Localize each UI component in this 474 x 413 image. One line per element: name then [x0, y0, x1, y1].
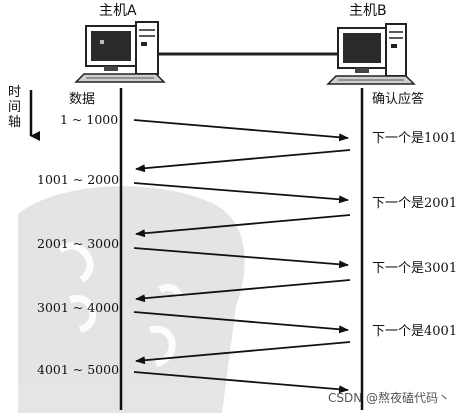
data-range-label: 3001 ~ 4000 — [37, 300, 120, 315]
data-range-label: 2001 ~ 3000 — [37, 236, 120, 251]
ack-label: 下一个是3001 — [372, 261, 458, 276]
ack-label: 下一个是4001 — [372, 324, 458, 339]
time-axis-label-char: 时 — [8, 85, 22, 100]
time-axis-label-char: 间 — [8, 100, 22, 115]
data-arrow — [133, 247, 349, 269]
ack-arrow — [135, 149, 351, 173]
ack-column-header: 确认应答 — [372, 92, 425, 107]
ack-arrow — [135, 341, 351, 365]
data-arrow — [133, 371, 349, 394]
watermark-text: CSDN @熬夜磕代码丶 — [328, 391, 451, 405]
host-b-computer-icon — [326, 23, 416, 85]
host-a-label: 主机A — [99, 3, 137, 19]
data-range-label: 4001 ~ 5000 — [37, 362, 120, 377]
data-column-header: 数据 — [69, 92, 96, 107]
ack-arrow — [135, 214, 351, 238]
ack-label: 下一个是1001 — [372, 131, 458, 146]
host-b-label: 主机B — [349, 3, 387, 19]
data-range-label: 1001 ~ 2000 — [37, 172, 120, 187]
data-arrow — [133, 311, 349, 334]
ack-arrow — [135, 279, 351, 303]
data-arrow — [133, 119, 349, 142]
ack-label: 下一个是2001 — [372, 196, 458, 211]
time-axis-label-char: 轴 — [8, 115, 22, 130]
data-range-label: 1 ~ 1000 — [60, 112, 119, 127]
host-a-computer-icon — [74, 21, 166, 83]
data-arrow — [133, 182, 349, 204]
